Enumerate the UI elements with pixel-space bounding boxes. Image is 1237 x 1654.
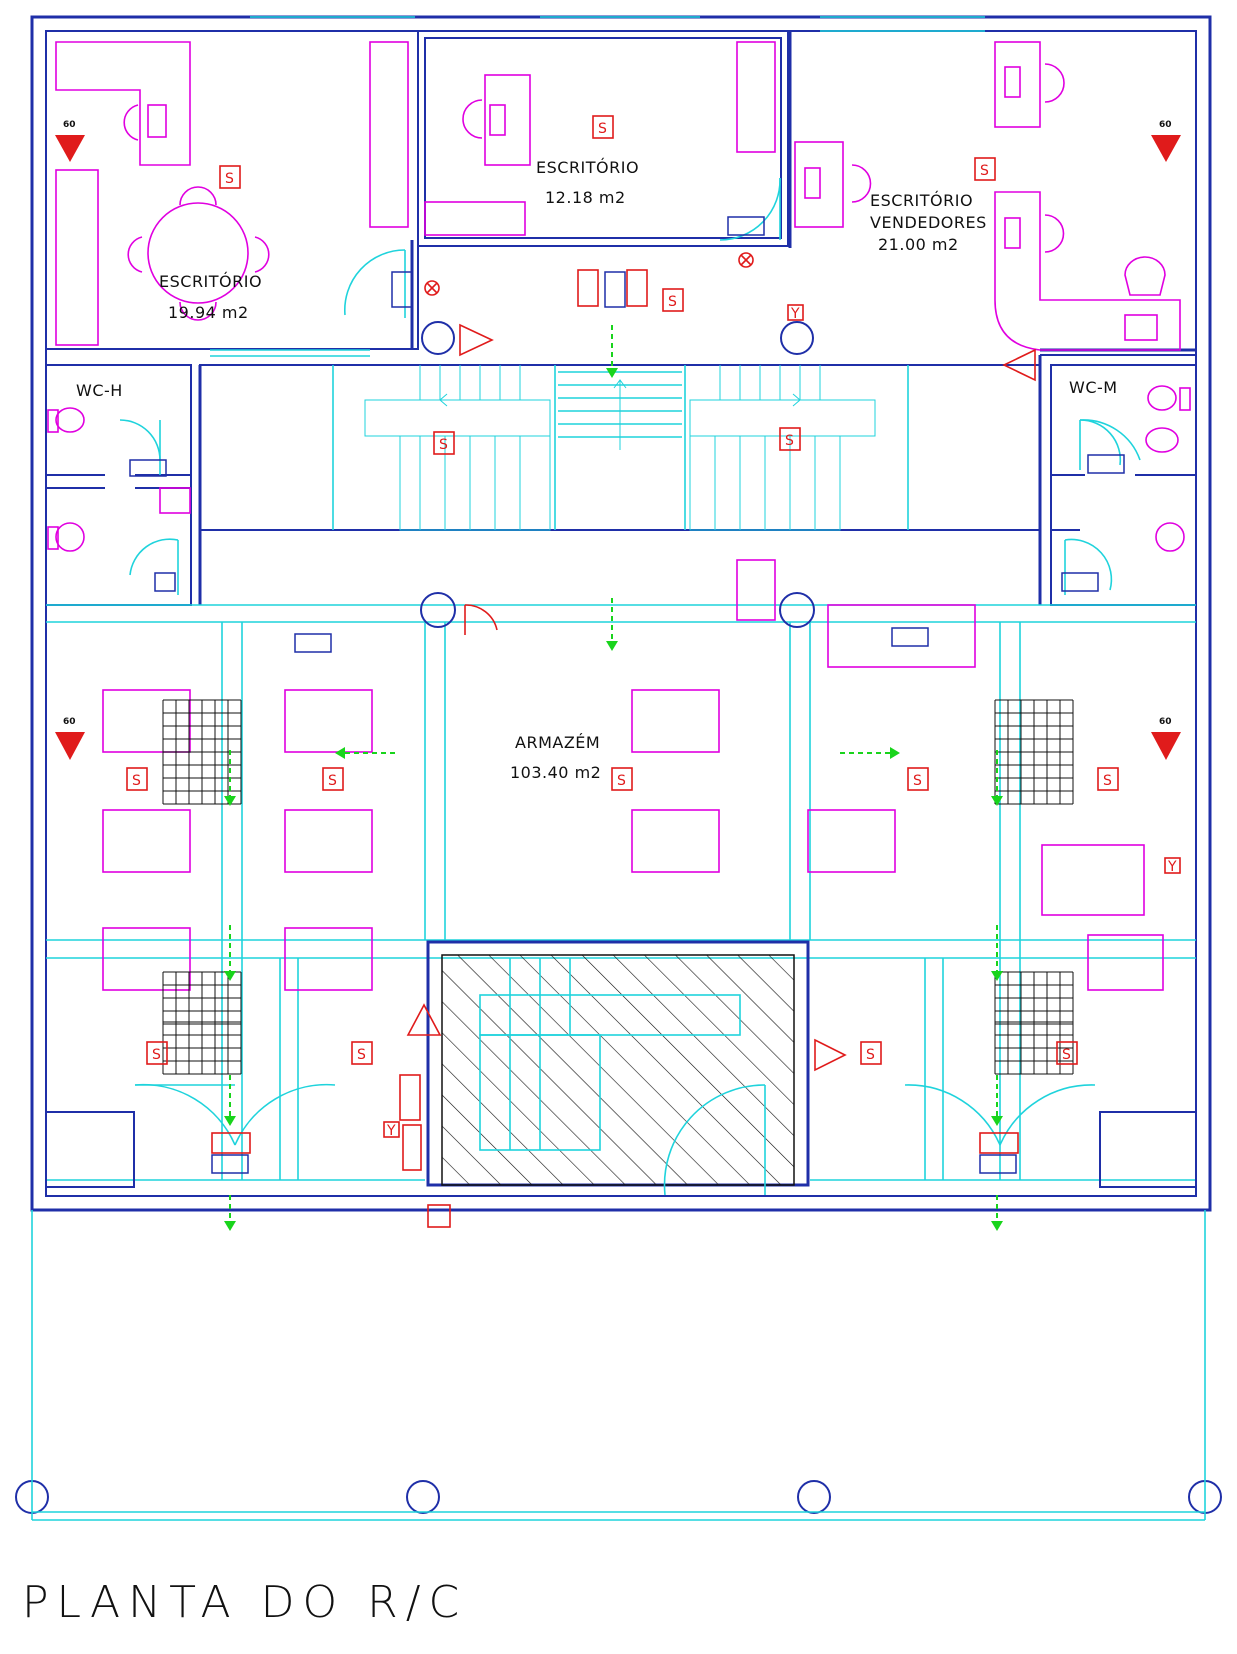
room-name-office-left: ESCRITÓRIO xyxy=(159,272,262,291)
exit-sign: S xyxy=(322,767,344,791)
svg-text:S: S xyxy=(866,1047,875,1063)
shelving-unit xyxy=(994,971,1074,1025)
wc-men-walls xyxy=(45,364,202,606)
svg-text:S: S xyxy=(785,433,794,449)
svg-text:S: S xyxy=(328,773,337,789)
room-area-office-center: 12.18 m2 xyxy=(545,188,626,207)
exit-sign: S xyxy=(779,427,801,451)
room-labels: ESCRITÓRIO 19.94 m2 ESCRITÓRIO 12.18 m2 … xyxy=(76,158,1118,782)
room-area-office-left: 19.94 m2 xyxy=(168,303,249,322)
room-area-warehouse: 103.40 m2 xyxy=(510,763,601,782)
exit-sign: S xyxy=(1097,767,1119,791)
shelving-unit xyxy=(994,751,1074,805)
exterior-zone xyxy=(31,1210,1206,1521)
drawing-title: PLANTA DO R/C xyxy=(22,1577,467,1628)
room-area-office-sales: 21.00 m2 xyxy=(878,235,959,254)
signal-markers: Y Y Y xyxy=(383,304,1181,1139)
svg-text:S: S xyxy=(1062,1047,1071,1063)
svg-text:S: S xyxy=(913,773,922,789)
shelving xyxy=(162,699,1074,1075)
exit-sign: S xyxy=(1056,1041,1078,1065)
room-name-office-center: ESCRITÓRIO xyxy=(536,158,639,177)
exit-sign: S xyxy=(907,767,929,791)
svg-text:S: S xyxy=(598,121,607,137)
svg-text:S: S xyxy=(152,1047,161,1063)
electrical-devices xyxy=(129,216,1125,1174)
exit-sign: S xyxy=(351,1041,373,1065)
stairs-zone xyxy=(199,364,1041,531)
shelving-unit xyxy=(994,1021,1074,1075)
signal-y: Y xyxy=(1167,859,1177,875)
room-name-wc-men: WC-H xyxy=(76,381,123,400)
fire-rating-label: 60 xyxy=(63,120,76,130)
svg-text:S: S xyxy=(225,171,234,187)
safety-symbols: 60 60 60 60 xyxy=(55,120,1181,1228)
shelving-unit xyxy=(162,751,242,805)
shelving-unit xyxy=(994,699,1074,753)
svg-text:S: S xyxy=(1103,773,1112,789)
furniture xyxy=(47,41,1191,991)
exit-sign: S xyxy=(662,288,684,312)
exit-sign: S xyxy=(146,1041,168,1065)
svg-text:S: S xyxy=(132,773,141,789)
svg-text:S: S xyxy=(668,294,677,310)
evacuation-routes xyxy=(224,325,1003,1231)
exit-sign: S xyxy=(126,767,148,791)
svg-text:S: S xyxy=(617,773,626,789)
svg-text:S: S xyxy=(357,1047,366,1063)
shelving-unit xyxy=(162,699,242,753)
signal-y: Y xyxy=(790,306,800,322)
exit-signs: S S S S S S S S S S S S S S S xyxy=(126,115,1119,1065)
room-name-warehouse: ARMAZÉM xyxy=(515,733,600,752)
room-name-office-sales: ESCRITÓRIO xyxy=(870,191,973,210)
fire-rating-label: 60 xyxy=(1159,717,1172,727)
exit-sign: S xyxy=(592,115,614,139)
exit-sign: S xyxy=(433,431,455,455)
exit-sign: S xyxy=(974,157,996,181)
shelving-unit xyxy=(162,1021,242,1075)
warehouse-doors xyxy=(45,1083,1197,1188)
room-name-wc-women: WC-M xyxy=(1069,378,1118,397)
fire-rating-label: 60 xyxy=(1159,120,1172,130)
exit-sign: S xyxy=(219,165,241,189)
exit-sign: S xyxy=(611,767,633,791)
stair-core xyxy=(426,940,810,1196)
fire-rating-label: 60 xyxy=(63,717,76,727)
signal-y: Y xyxy=(386,1123,396,1139)
wc-women-walls xyxy=(1038,355,1197,606)
svg-text:S: S xyxy=(980,163,989,179)
exit-sign: S xyxy=(860,1041,882,1065)
room-name-office-sales-2: VENDEDORES xyxy=(870,213,987,232)
svg-text:S: S xyxy=(439,437,448,453)
